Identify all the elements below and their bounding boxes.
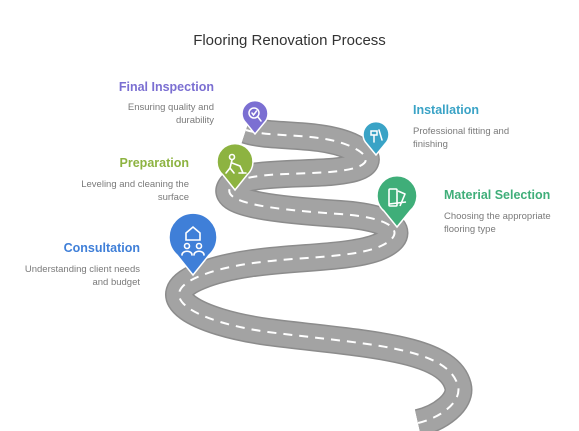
- installation-desc-line2: finishing: [413, 138, 448, 150]
- people-house-icon: [181, 225, 205, 256]
- material-selection-title: Material Selection: [444, 188, 551, 202]
- material-selection-desc-line2: flooring type: [444, 223, 496, 235]
- material-selection-desc-line1: Choosing the appropriate: [444, 211, 551, 222]
- installation-title: Installation: [413, 103, 479, 117]
- installation-desc-line1: Professional fitting and: [413, 126, 510, 137]
- consultation-desc-line2: and budget: [92, 276, 140, 288]
- final-inspection-title: Final Inspection: [118, 80, 214, 94]
- worker-mopping-icon: [225, 153, 247, 174]
- consultation-description: Understanding client needs and budget: [0, 264, 140, 289]
- material-selection-description: Choosing the appropriate flooring type: [444, 211, 574, 236]
- preparation-marker: [216, 142, 254, 192]
- diagram-title: Flooring Renovation Process: [193, 32, 386, 49]
- installation-marker: [362, 120, 390, 157]
- material-selection-marker: [376, 175, 418, 229]
- final-inspection-desc-line2: durability: [175, 114, 214, 126]
- installation-description: Professional fitting and finishing: [413, 126, 573, 151]
- preparation-description: Leveling and cleaning the surface: [29, 179, 189, 204]
- road-center-dashes: [178, 129, 460, 424]
- hammer-board-icon: [370, 129, 383, 143]
- final-inspection-marker: [241, 99, 269, 136]
- swatches-icon: [388, 188, 407, 207]
- preparation-title: Preparation: [119, 156, 189, 170]
- consultation-marker: [168, 212, 218, 277]
- final-inspection-description: Ensuring quality and durability: [54, 102, 214, 127]
- consultation-desc-line1: Understanding client needs: [24, 264, 140, 275]
- final-inspection-desc-line1: Ensuring quality and: [127, 102, 214, 113]
- magnifier-check-icon: [248, 107, 262, 122]
- preparation-desc-line1: Leveling and cleaning the: [81, 179, 189, 190]
- winding-road: [165, 116, 473, 431]
- preparation-desc-line2: surface: [157, 191, 189, 203]
- consultation-title: Consultation: [63, 241, 140, 255]
